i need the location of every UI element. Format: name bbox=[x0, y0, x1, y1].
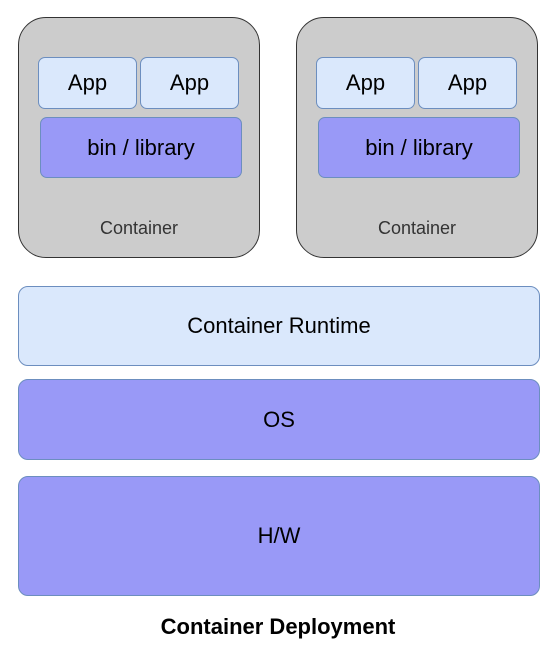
container-box-1: App App bin / library Container bbox=[18, 17, 260, 258]
diagram-caption: Container Deployment bbox=[160, 614, 396, 639]
app-label: App bbox=[67, 70, 108, 95]
library-label: bin / library bbox=[87, 134, 195, 160]
app-box-2-1: App bbox=[316, 57, 415, 109]
app-box-1-1: App bbox=[38, 57, 137, 109]
library-box-1: bin / library bbox=[40, 117, 242, 178]
library-box-2: bin / library bbox=[318, 117, 520, 178]
hardware-label: H/W bbox=[257, 523, 301, 548]
container-label-1: Container bbox=[99, 218, 179, 238]
container-label-2: Container bbox=[377, 218, 457, 238]
app-box-2-2: App bbox=[418, 57, 517, 109]
container-runtime-layer: Container Runtime bbox=[18, 286, 540, 366]
os-label: OS bbox=[263, 406, 295, 432]
hardware-layer: H/W bbox=[18, 476, 540, 596]
os-layer: OS bbox=[18, 379, 540, 460]
container-box-2: App App bin / library Container bbox=[296, 17, 538, 258]
app-label: App bbox=[169, 70, 210, 95]
library-label: bin / library bbox=[365, 134, 473, 160]
app-label: App bbox=[345, 70, 386, 95]
runtime-label: Container Runtime bbox=[187, 313, 371, 338]
app-label: App bbox=[447, 70, 488, 95]
app-box-1-2: App bbox=[140, 57, 239, 109]
